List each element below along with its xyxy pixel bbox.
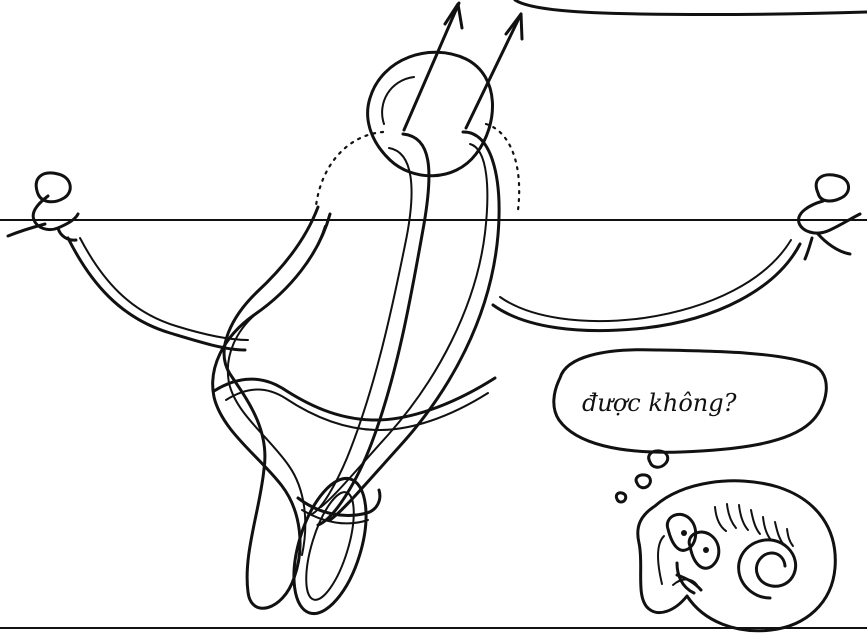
snail-character <box>638 481 836 631</box>
right-knot <box>799 175 860 259</box>
left-knot <box>8 173 78 240</box>
thought-bubble-text: được không? <box>582 389 737 417</box>
lower-left-crossing <box>214 378 495 420</box>
thought-bubble: được không? <box>554 350 826 502</box>
right-hanging-rope-inner <box>500 240 791 321</box>
dotted-arc-left <box>316 132 383 206</box>
center-rope-left-inner <box>312 148 412 514</box>
left-hanging-rope-inner <box>80 238 248 340</box>
up-arrows <box>404 3 522 130</box>
dotted-arc-right <box>486 124 519 210</box>
lower-left-crossing-inner <box>226 390 488 431</box>
big-left-loop <box>213 207 330 608</box>
top-right-speech-edge <box>515 0 867 15</box>
center-rope-right <box>330 132 499 520</box>
left-hanging-rope <box>68 238 245 350</box>
